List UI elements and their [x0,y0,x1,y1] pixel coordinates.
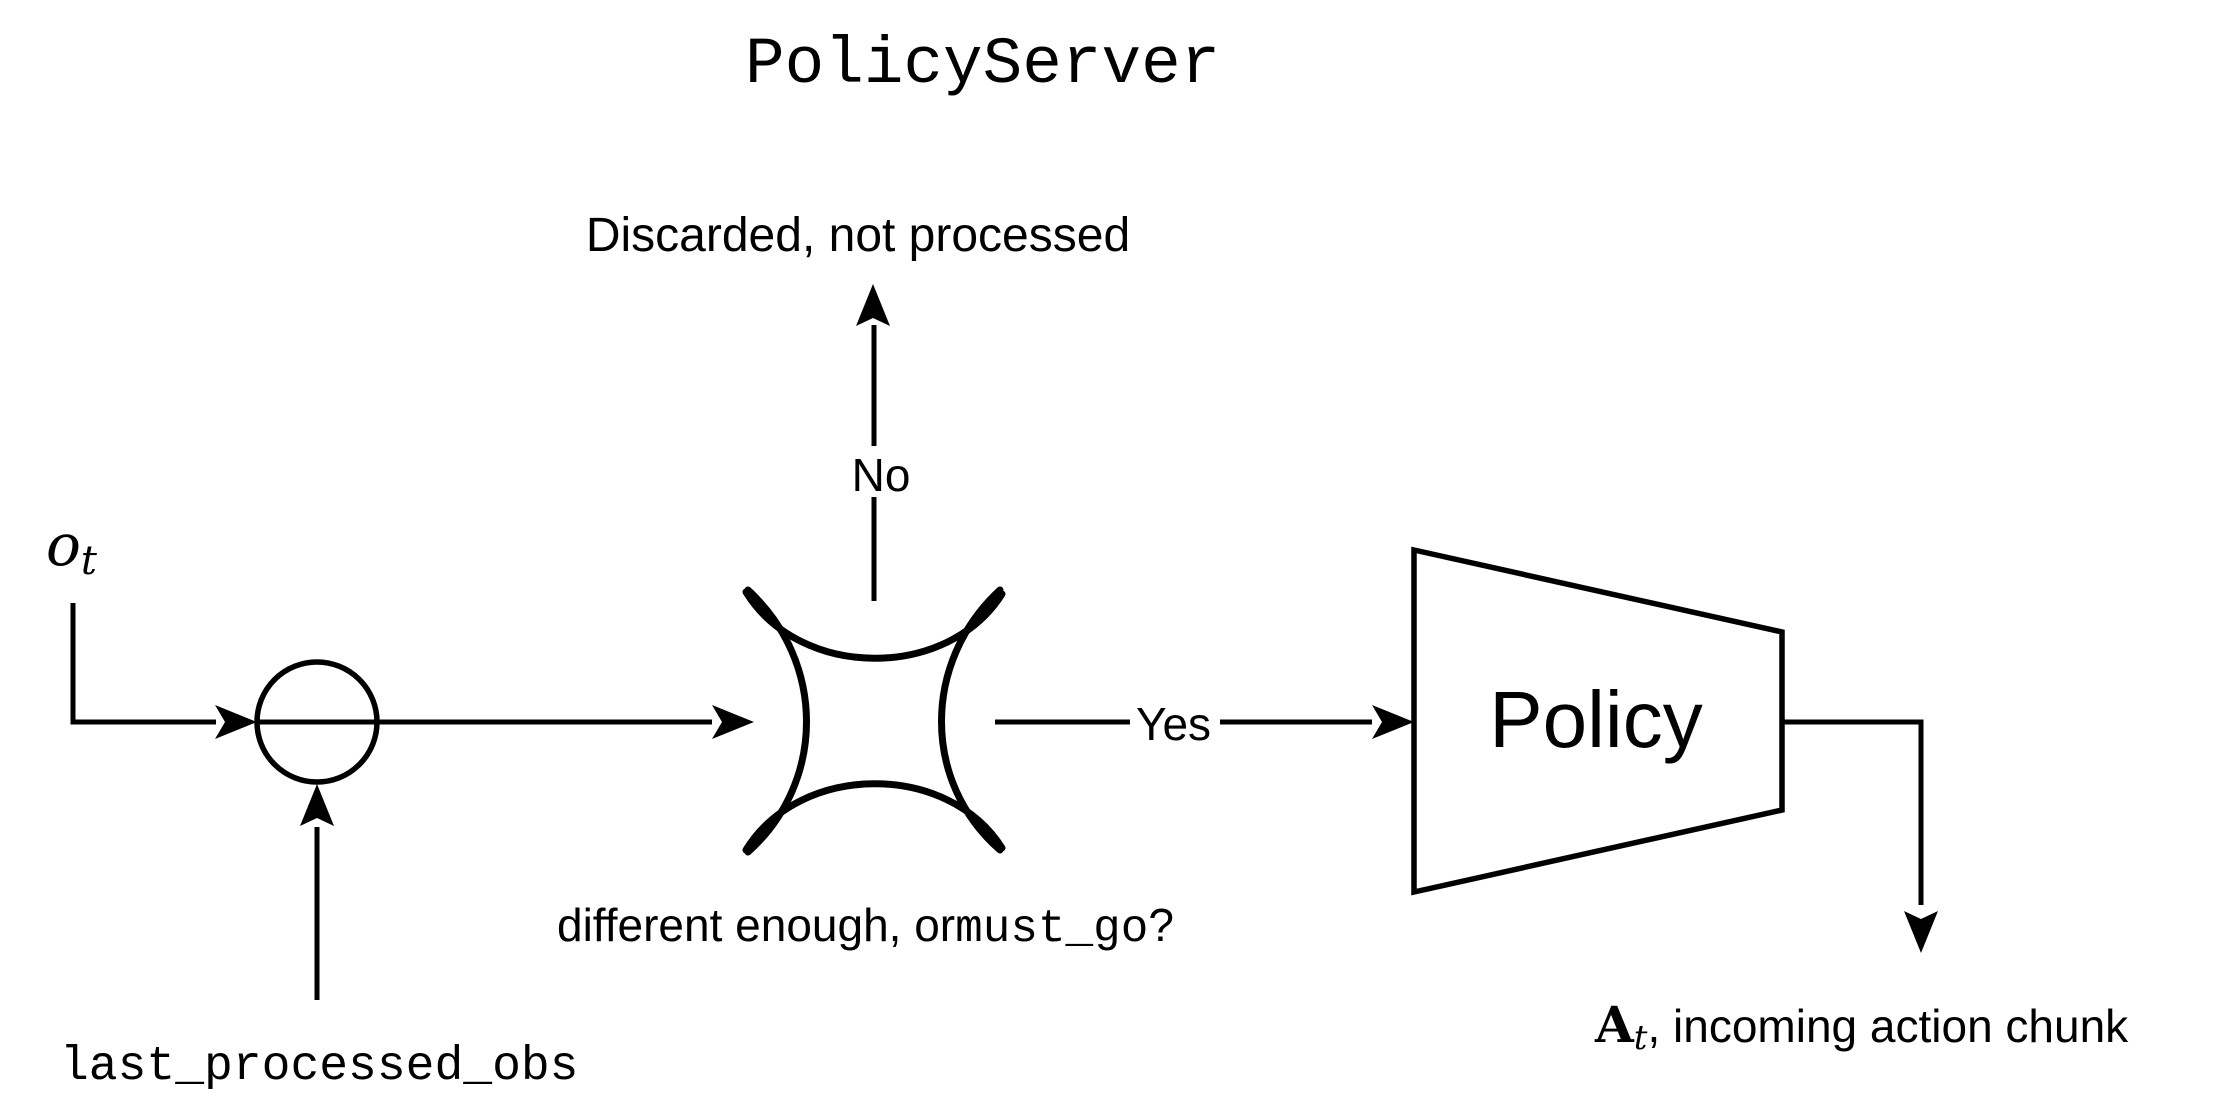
policy-node-label: Policy [1489,674,1703,764]
decision-star-bottom-arc [742,780,1006,854]
decision-condition-label: different enough, or must_go? [557,902,1174,952]
discarded-label: Discarded, not processed [585,209,1131,262]
decision-star-left-arc [744,586,810,856]
action-symbol-subscript: t [1633,1018,1648,1058]
star-input-arrowhead-icon [712,705,754,739]
condition-question-mark: ? [1148,899,1174,951]
no-branch-label: No [851,449,911,501]
obs-input-line [70,603,216,725]
policy-trapezoid [1411,546,1785,896]
action-output-arrowhead-icon [1904,911,1938,953]
decision-star-top-arc [742,588,1006,662]
policy-input-arrowhead-icon [1372,705,1414,739]
diagram-title: PolicyServer [745,27,1221,102]
no-branch-arrowhead-icon [856,284,890,326]
action-output-line [1782,719,1924,905]
comparison-circle [254,659,380,785]
obs-input-arrowhead-icon [215,705,257,739]
observation-symbol-subscript: t [80,538,97,584]
action-symbol: A [1595,995,1634,1054]
yes-branch-label: Yes [1136,698,1212,750]
decision-star [742,586,1006,856]
condition-text: different enough, or [557,899,956,951]
condition-code: must_go [955,903,1149,955]
action-label-text: , incoming action chunk [1647,1000,2129,1052]
observation-symbol-main: o [46,511,81,579]
last-processed-arrowhead-icon [300,784,334,826]
last-processed-obs-label: last_processed_obs [60,1040,579,1094]
